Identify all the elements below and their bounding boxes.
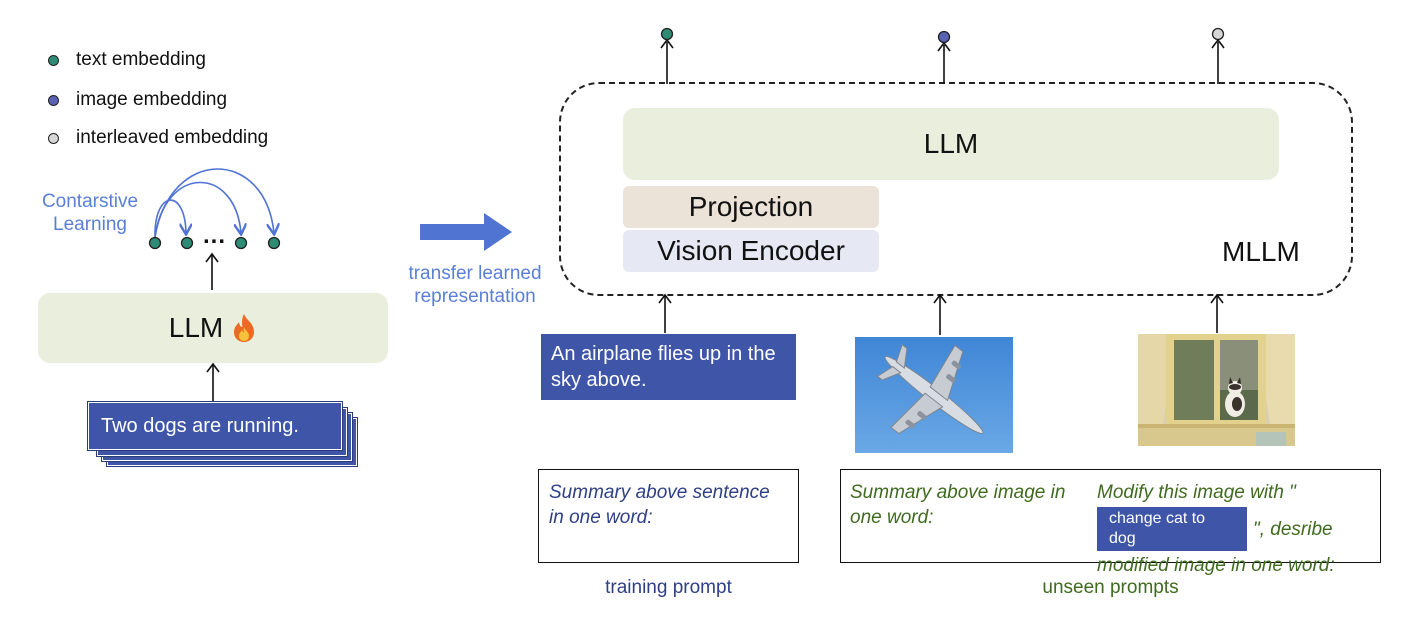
training-prompt-text: Summary above sentence in one word: [549, 482, 770, 528]
training-prompt-box: Summary above sentence in one word: [538, 469, 799, 563]
edit-instruction-highlight: change cat to dog [1097, 507, 1247, 551]
arrow-interleaved-to-mllm [1210, 293, 1224, 333]
legend-item-image-embedding: image embedding [48, 89, 227, 111]
output-arrow-image [937, 30, 951, 84]
text-embedding-output-dot [660, 27, 674, 41]
unseen-prompts-caption: unseen prompts [1042, 577, 1179, 598]
embedding-dot [267, 236, 281, 250]
mllm-llm-box: LLM [623, 108, 1279, 180]
arrow-image-to-mllm [933, 293, 947, 335]
cat-figure [1225, 377, 1245, 417]
contrastive-learning-label: Contarstive Learning [41, 191, 139, 235]
embedding-dot [180, 236, 194, 250]
mllm-container [559, 82, 1353, 296]
training-prompt-caption: training prompt [605, 577, 732, 598]
arrow-llm-to-dots [205, 252, 219, 290]
unseen-prompts-box: Summary above image in one word: Modify … [840, 469, 1381, 576]
ellipsis: ... [203, 222, 227, 249]
interleaved-embedding-dot-icon [48, 132, 59, 144]
arrow-input-to-llm [206, 362, 220, 402]
arrow-text-to-mllm [658, 293, 672, 333]
cat-window-image [1138, 334, 1295, 446]
airplane-text-card: An airplane flies up in the sky above. [541, 334, 796, 400]
output-arrow-interleaved [1211, 27, 1225, 84]
left-llm-box: LLM [38, 293, 388, 363]
input-text-card: Two dogs are running. [88, 402, 342, 450]
edit-prompt-prefix: Modify this image with " [1097, 482, 1296, 503]
legend-label: text embedding [76, 49, 206, 70]
unseen-image-prompt-text: Summary above image in one word: [850, 482, 1066, 528]
vision-encoder-label: Vision Encoder [657, 235, 845, 266]
arc-2 [154, 181, 241, 238]
mllm-label: MLLM [1222, 236, 1300, 267]
embedding-dot [234, 236, 248, 250]
projection-box: Projection [623, 186, 879, 228]
legend-label: interleaved embedding [76, 127, 269, 148]
vision-encoder-box: Vision Encoder [623, 230, 879, 272]
airplane-image [855, 337, 1013, 453]
legend-item-text-embedding: text embedding [48, 49, 206, 71]
fire-icon [234, 314, 255, 342]
transfer-label: transfer learned representation [408, 263, 542, 307]
legend-label: image embedding [76, 89, 228, 110]
interleaved-embedding-output-dot [1211, 27, 1225, 41]
embedding-dot [148, 236, 162, 250]
image-embedding-dot-icon [48, 94, 59, 106]
image-embedding-output-dot [937, 30, 951, 44]
projection-label: Projection [688, 191, 814, 222]
unseen-edit-prompt: Modify this image with " change cat to d… [1097, 480, 1381, 578]
contrastive-arcs [148, 168, 300, 250]
output-arrow-text [660, 27, 674, 84]
edit-prompt-suffix-line2: modified image in one word: [1097, 555, 1335, 576]
edit-prompt-suffix-line1: ", desribe [1253, 518, 1333, 540]
left-llm-label: LLM [168, 312, 224, 343]
legend-item-interleaved-embedding: interleaved embedding [48, 127, 268, 149]
mllm-llm-label: LLM [923, 128, 979, 159]
text-embedding-dot-icon [48, 54, 59, 66]
transfer-arrow [420, 213, 512, 251]
arc-3 [154, 168, 274, 238]
